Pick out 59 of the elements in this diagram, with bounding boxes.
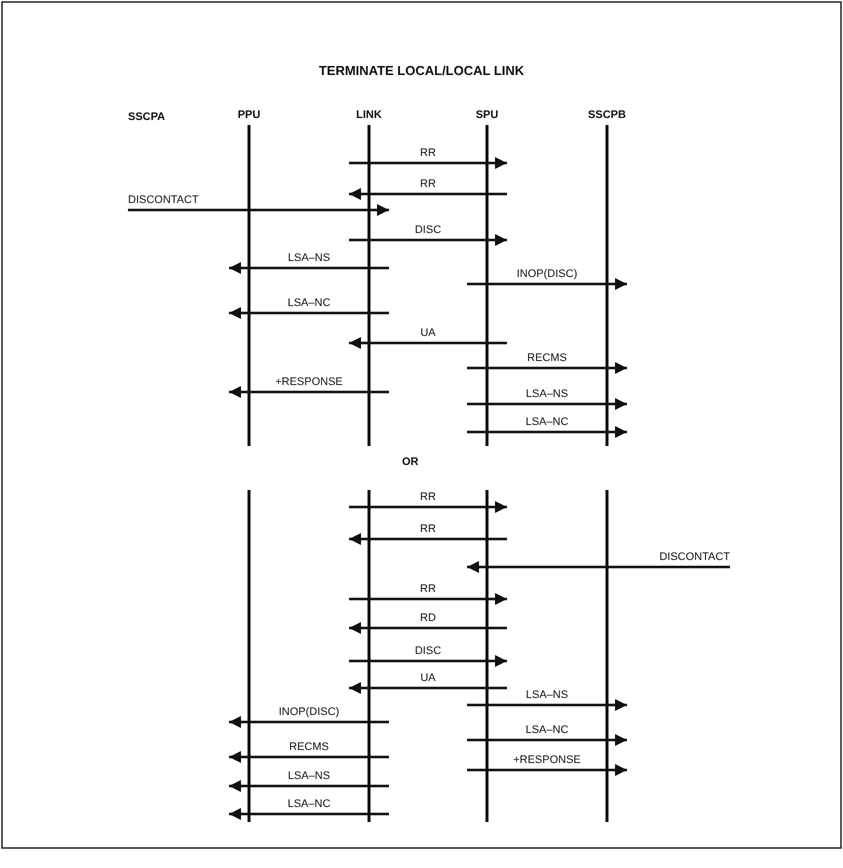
message-arrow: [229, 716, 389, 728]
message-label: RR: [420, 522, 436, 536]
message-arrow: [128, 204, 389, 216]
message-label: RR: [420, 146, 436, 160]
message-label: RR: [420, 490, 436, 504]
message-arrow: [467, 561, 730, 573]
message-arrow: [229, 386, 389, 398]
message-label: LSA–NC: [526, 415, 568, 429]
message-arrow: [467, 699, 627, 711]
lifeline-heading: SSCPB: [587, 108, 627, 122]
lifeline-heading: SPU: [474, 108, 500, 122]
message-arrow: [349, 188, 507, 200]
message-label: UA: [420, 326, 436, 340]
message-arrow: [349, 655, 507, 667]
message-label: INOP(DISC): [516, 267, 578, 281]
message-arrow: [349, 622, 507, 634]
message-label: +RESPONSE: [275, 375, 343, 389]
message-label: LSA–NS: [288, 251, 330, 265]
message-arrow: [349, 337, 507, 349]
message-label: DISCONTACT: [128, 193, 199, 207]
message-label: LSA–NS: [526, 387, 568, 401]
message-label: DISC: [414, 644, 442, 658]
message-label: RR: [420, 582, 436, 596]
message-label: RD: [420, 611, 436, 625]
message-arrow: [349, 533, 507, 545]
column-heading: SSCPA: [128, 110, 166, 124]
message-label: LSA–NS: [288, 769, 330, 783]
lifeline-heading: LINK: [355, 108, 383, 122]
message-arrow: [467, 278, 627, 290]
message-label: LSA–NC: [526, 723, 568, 737]
lifeline-heading: PPU: [236, 108, 262, 122]
section-divider-text: OR: [402, 455, 418, 469]
message-label: RR: [420, 177, 436, 191]
message-arrow: [229, 780, 389, 792]
message-arrow: [467, 398, 627, 410]
message-label: LSA–NC: [288, 296, 330, 310]
message-label: LSA–NS: [526, 688, 568, 702]
message-label: DISC: [414, 223, 442, 237]
message-arrow: [467, 764, 627, 776]
message-arrow: [349, 234, 507, 246]
message-label: UA: [420, 671, 436, 685]
message-arrow: [349, 157, 507, 169]
message-label: LSA–NC: [288, 797, 330, 811]
message-arrow: [229, 262, 389, 274]
message-label: RECMS: [527, 351, 567, 365]
message-arrow: [229, 307, 389, 319]
message-arrow: [229, 751, 389, 763]
message-arrow: [467, 734, 627, 746]
diagram-title: TERMINATE LOCAL/LOCAL LINK: [318, 64, 526, 78]
message-label: INOP(DISC): [278, 705, 340, 719]
message-arrow: [467, 362, 627, 374]
message-arrow: [467, 426, 627, 438]
message-arrow: [229, 808, 389, 820]
message-arrow: [349, 501, 507, 513]
message-arrow: [349, 593, 507, 605]
message-label: +RESPONSE: [513, 753, 581, 767]
message-arrow: [349, 682, 507, 694]
message-label: RECMS: [289, 740, 329, 754]
message-label: DISCONTACT: [659, 550, 730, 564]
